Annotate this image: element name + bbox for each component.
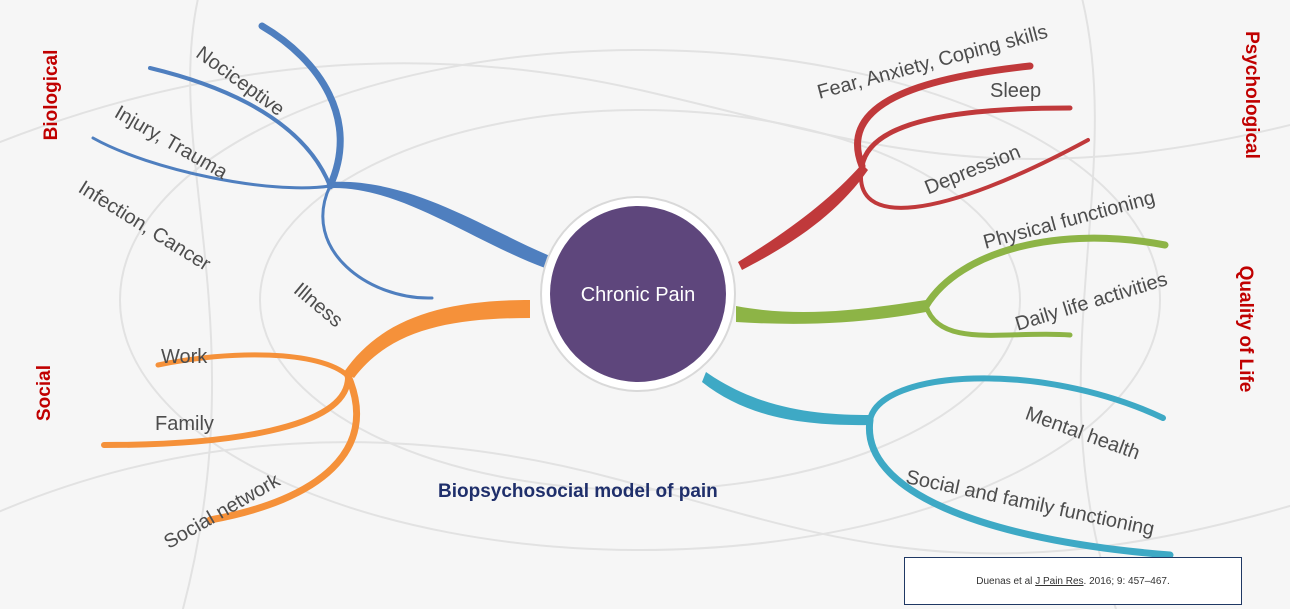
social-stem-network [206, 372, 361, 524]
social-stem-work [155, 352, 351, 379]
quality-stem-daily [923, 303, 1073, 338]
mental-stem-social-family [865, 416, 1174, 559]
mental-trunk [702, 372, 870, 426]
diagram-title: Biopsychosocial model of pain [438, 481, 718, 502]
biological-stem-infection [91, 136, 332, 190]
category-social: Social [34, 365, 55, 421]
label-family: Family [155, 413, 214, 435]
psychological-branch [738, 62, 1090, 270]
mental-stem-mental-health [867, 375, 1166, 423]
psychological-trunk [738, 164, 868, 270]
category-psychological: Psychological [1241, 31, 1262, 159]
biological-stem-injury [148, 66, 332, 188]
label-work: Work [161, 346, 208, 368]
psychological-stem-fear [854, 62, 1034, 170]
biological-stem-nociceptive [258, 22, 344, 190]
social-stem-family [101, 373, 352, 448]
center-circle [550, 206, 726, 382]
category-quality-of-life: Quality of Life [1235, 265, 1256, 393]
social-trunk [344, 300, 530, 378]
biological-branch [91, 22, 550, 300]
citation-authors: Duenas et al [976, 575, 1033, 587]
center-label: Chronic Pain [580, 283, 696, 306]
quality-of-life-branch [736, 234, 1169, 338]
mental-branch [702, 372, 1174, 559]
citation-box: Duenas et al J Pain Res. 2016; 9: 457–46… [904, 557, 1242, 605]
social-branch [101, 300, 530, 524]
chronic-pain-node [540, 196, 736, 392]
psychological-stem-depression [858, 138, 1090, 210]
quality-of-life-trunk [736, 300, 926, 324]
citation-details: . 2016; 9: 457–467. [1083, 575, 1170, 587]
biological-stem-illness [321, 184, 434, 300]
category-biological: Biological [41, 49, 62, 141]
psychological-stem-sleep [859, 105, 1073, 169]
quality-stem-physical [922, 234, 1169, 310]
biological-trunk [330, 181, 550, 268]
label-sleep: Sleep [990, 80, 1042, 102]
citation-journal-link[interactable]: J Pain Res [1035, 575, 1084, 587]
